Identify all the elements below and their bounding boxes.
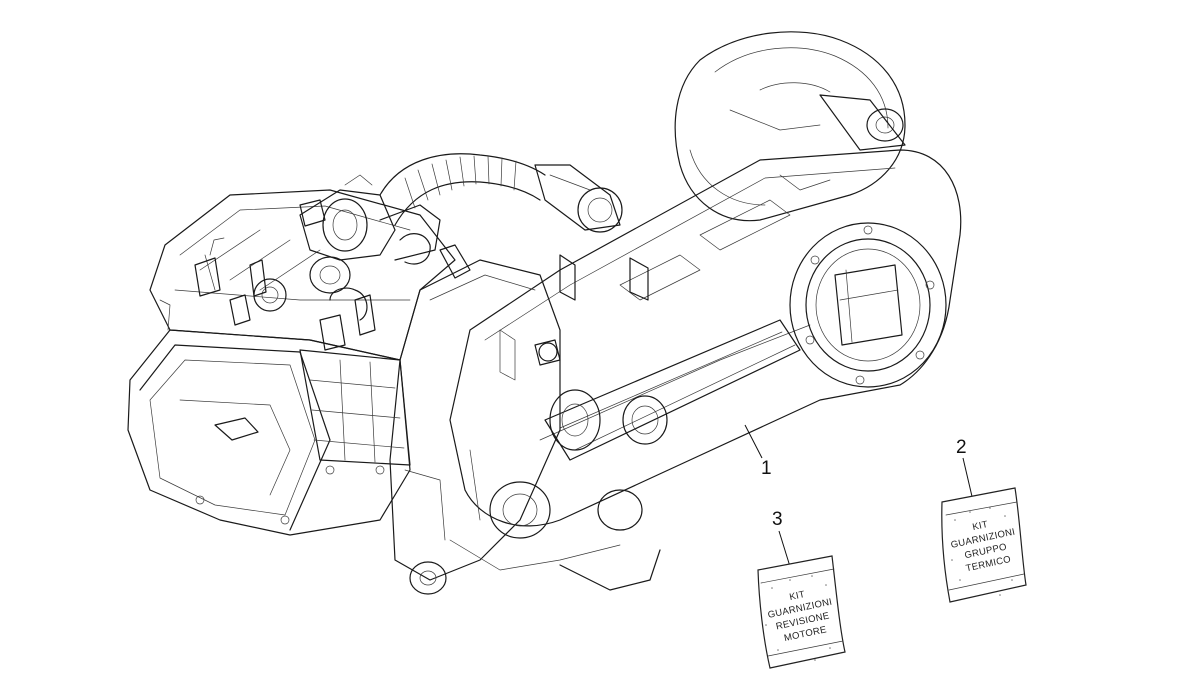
bag-2-line-1: KIT [972,519,990,533]
bag-3-specks [765,575,831,661]
sensor-cluster [159,237,471,336]
cylinder-head [127,329,411,536]
callout-1: 1 [744,424,772,479]
leader-line-1 [744,424,763,459]
intake-hose [379,153,623,233]
engine-assembly [127,31,962,595]
throttle-body [299,174,441,294]
callout-number-3: 3 [772,509,783,530]
callout-number-2: 2 [956,437,967,458]
callout-2: 2 [956,437,975,506]
clutch-cover [789,222,947,388]
callout-number-1: 1 [761,458,772,479]
rear-hub-drum [674,31,906,222]
head-cover [149,189,456,361]
bag-2-specks [951,507,1013,596]
gasket-kit-bag-revisione-motore: KIT GUARNIZIONI REVISIONE MOTORE [757,555,846,669]
gasket-kit-bag-gruppo-termico: KIT GUARNIZIONI GRUPPO TERMICO [941,487,1027,603]
callout-3: 3 [772,509,793,574]
crankcase [389,259,661,595]
bag-3-line-1: KIT [789,589,807,603]
